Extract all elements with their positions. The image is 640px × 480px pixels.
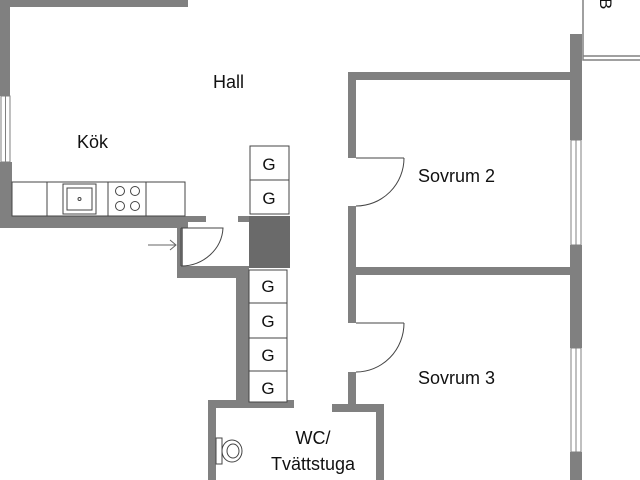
wall-left-upper (0, 0, 10, 96)
closet-label: G (262, 155, 275, 174)
wall-kitchen-stub (188, 216, 206, 222)
kitchen-counter (11, 181, 186, 217)
closet-label: G (261, 312, 274, 331)
room-label-hall: Hall (213, 72, 244, 92)
wall-bedroom-left-a (348, 74, 356, 158)
windows (0, 95, 582, 453)
closets-upper (249, 145, 290, 215)
wall-bedroom-left-b (348, 206, 356, 323)
wall-wc-top-right (332, 404, 384, 412)
closet (248, 302, 288, 339)
wall-entry-bottom (177, 266, 249, 278)
balcony (582, 0, 640, 61)
wall-kitchen-bottom (0, 216, 188, 228)
wall-entry-left (177, 228, 183, 268)
toilet-icon (215, 437, 243, 465)
wall-closet-left-lower (236, 268, 249, 408)
closet-label: G (261, 277, 274, 296)
closet-label: G (261, 346, 274, 365)
wall-right-2 (570, 245, 582, 348)
wall-right-1 (570, 34, 582, 140)
room-label-sovrum3: Sovrum 3 (418, 368, 495, 388)
wall-wc-top-left (208, 400, 294, 408)
closet (249, 179, 290, 215)
wall-bedroom-left-c (348, 372, 356, 408)
room-label-kok: Kök (77, 132, 109, 152)
door-sovrum3 (355, 322, 405, 373)
room-label-wc-line1: WC/ (296, 428, 331, 448)
wall-wc-left (208, 400, 216, 480)
closet-label: G (261, 379, 274, 398)
closet (248, 269, 288, 304)
closet (248, 370, 288, 403)
entrance-door (180, 227, 224, 267)
entrance-arrow-icon (148, 239, 177, 251)
closet (249, 145, 290, 181)
wall-closet-stub (238, 216, 250, 222)
doors (180, 157, 405, 373)
closet (248, 337, 288, 372)
sink-icon (62, 183, 97, 215)
wall-left-lower (0, 162, 12, 228)
door-sovrum2 (355, 157, 405, 207)
wall-bedroom-top (348, 72, 580, 80)
wall-wc-right (376, 404, 384, 480)
closets-lower (248, 269, 288, 403)
closet-label: G (262, 189, 275, 208)
stove-icon (115, 186, 140, 211)
wall-right-3 (570, 452, 582, 480)
walls (0, 0, 582, 480)
balcony-label: B (596, 0, 615, 9)
wall-top-left (0, 0, 188, 7)
room-label-wc-line2: Tvättstuga (271, 454, 356, 474)
room-label-sovrum2: Sovrum 2 (418, 166, 495, 186)
wall-shaft (249, 216, 290, 268)
wall-bedroom-divider (350, 267, 580, 275)
